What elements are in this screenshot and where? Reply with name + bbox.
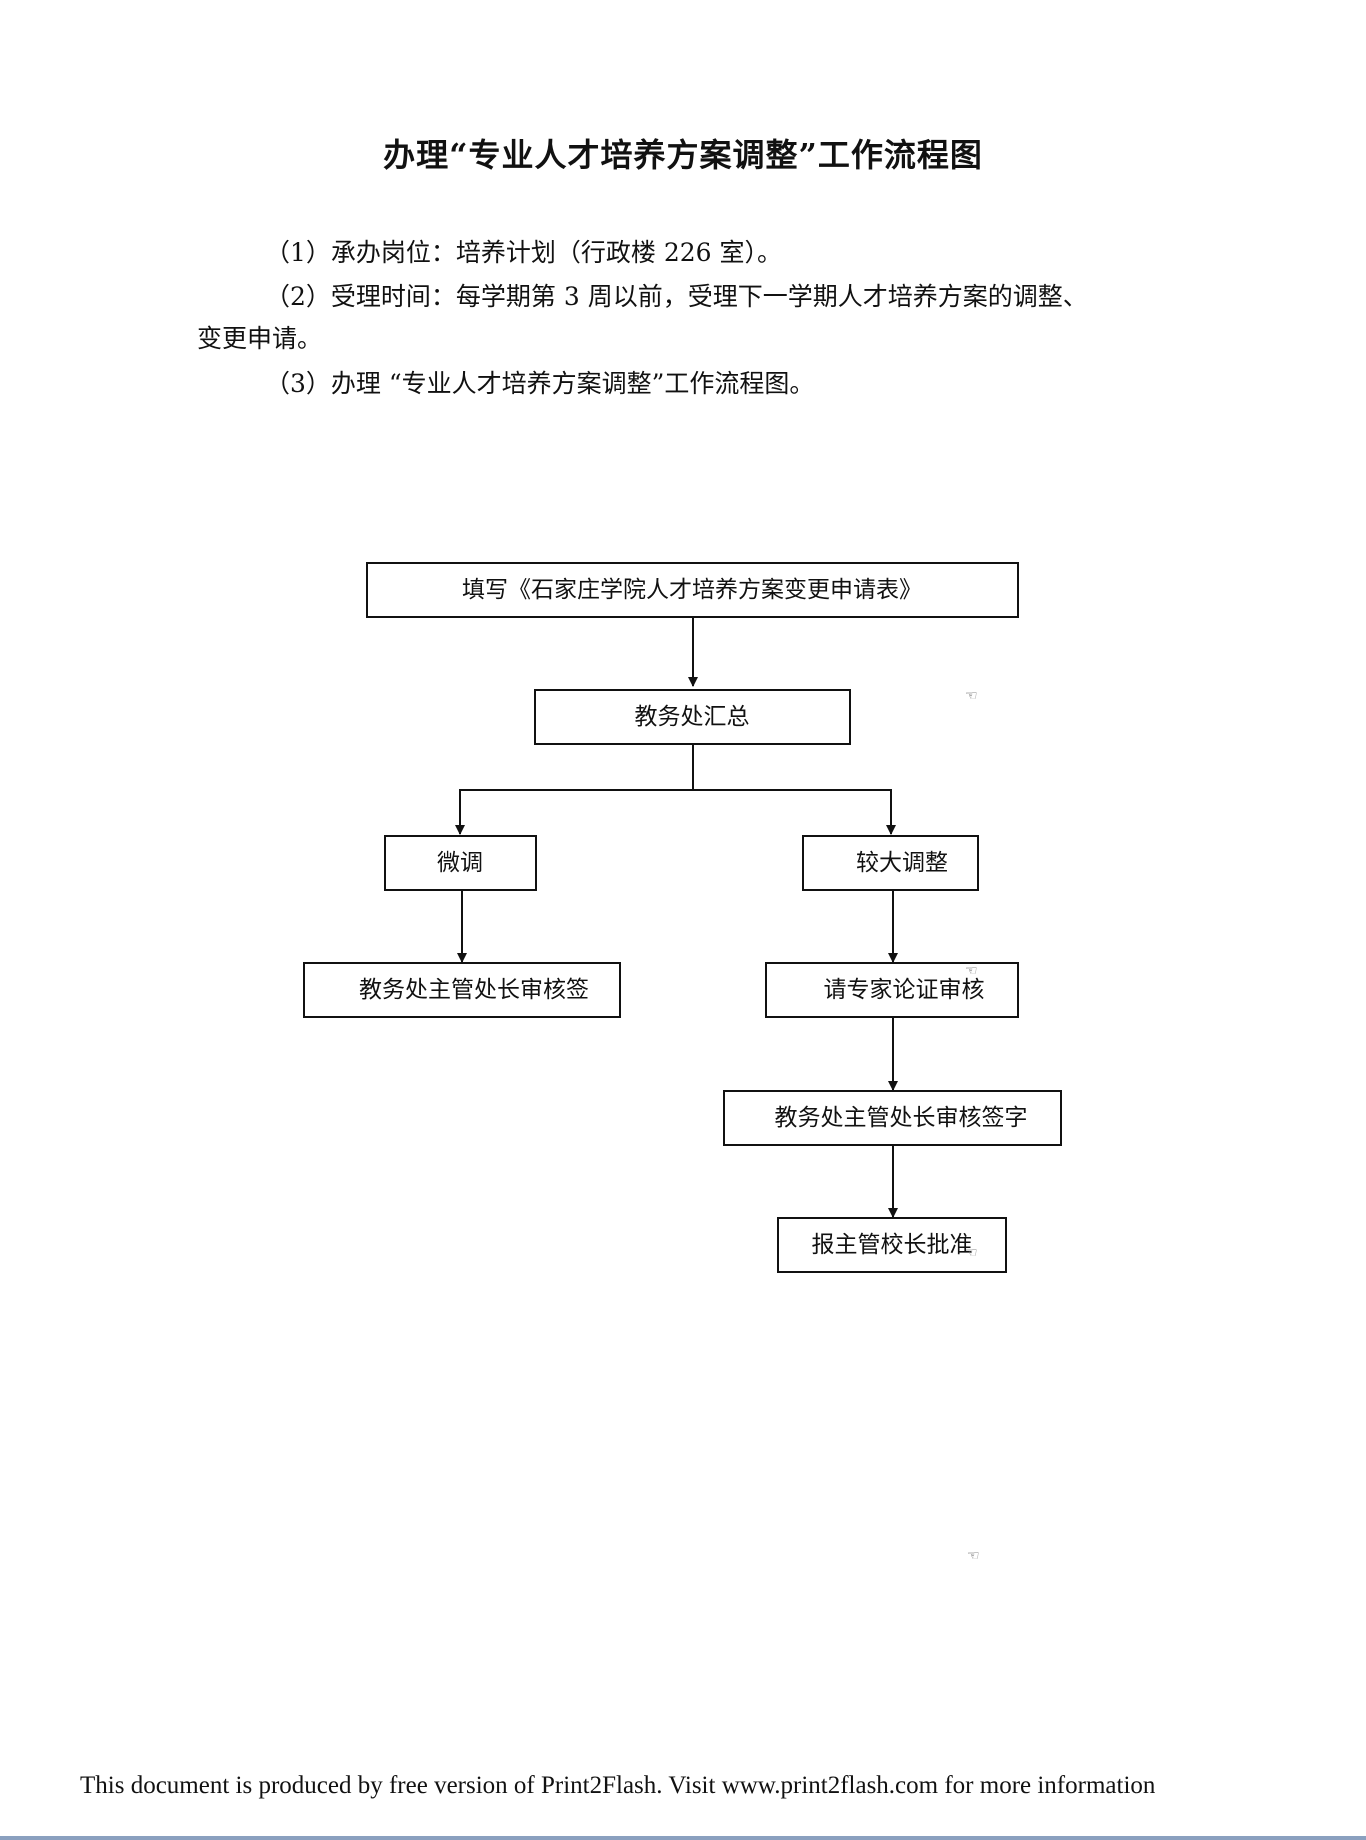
node-major-sign	[723, 1090, 1062, 1146]
node-summary	[534, 689, 851, 745]
node-minor-sign	[303, 962, 621, 1018]
bottom-border	[0, 1836, 1366, 1840]
node-label-major: 较大调整	[856, 850, 948, 876]
node-label-fill-form: 填写《石家庄学院人才培养方案变更申请表》	[462, 577, 922, 603]
watermark-footer: This document is produced by free versio…	[80, 1772, 1156, 1799]
node-major	[802, 835, 979, 891]
paragraph-1: （1）承办岗位：培养计划（行政楼 226 室）。	[265, 238, 783, 267]
page-title: 办理“专业人才培养方案调整”工作流程图	[383, 136, 983, 174]
hand-cursor-icon: ☜	[965, 1245, 978, 1261]
node-label-president: 报主管校长批准	[812, 1232, 973, 1258]
node-label-minor-sign: 教务处主管处长审核签	[359, 977, 589, 1003]
paragraph-2-continued: 变更申请。	[197, 324, 323, 353]
node-label-minor: 微调	[437, 850, 483, 876]
node-minor	[384, 835, 537, 891]
node-fill-form	[366, 562, 1019, 618]
node-expert	[765, 962, 1019, 1018]
node-president	[777, 1217, 1007, 1273]
hand-cursor-icon: ☜	[965, 688, 978, 704]
hand-cursor-icon: ☜	[965, 963, 978, 979]
paragraph-2: （2）受理时间：每学期第 3 周以前，受理下一学期人才培养方案的调整、	[265, 282, 1088, 311]
edge-summary-minor	[455, 744, 694, 835]
node-label-expert: 请专家论证审核	[824, 977, 985, 1003]
node-label-summary: 教务处汇总	[635, 704, 750, 730]
hand-cursor-icon: ☜	[967, 1548, 980, 1564]
edge-summary-major	[693, 789, 896, 835]
paragraph-3: （3）办理 “专业人才培养方案调整”工作流程图。	[265, 369, 815, 398]
node-label-major-sign: 教务处主管处长审核签字	[775, 1105, 1028, 1131]
